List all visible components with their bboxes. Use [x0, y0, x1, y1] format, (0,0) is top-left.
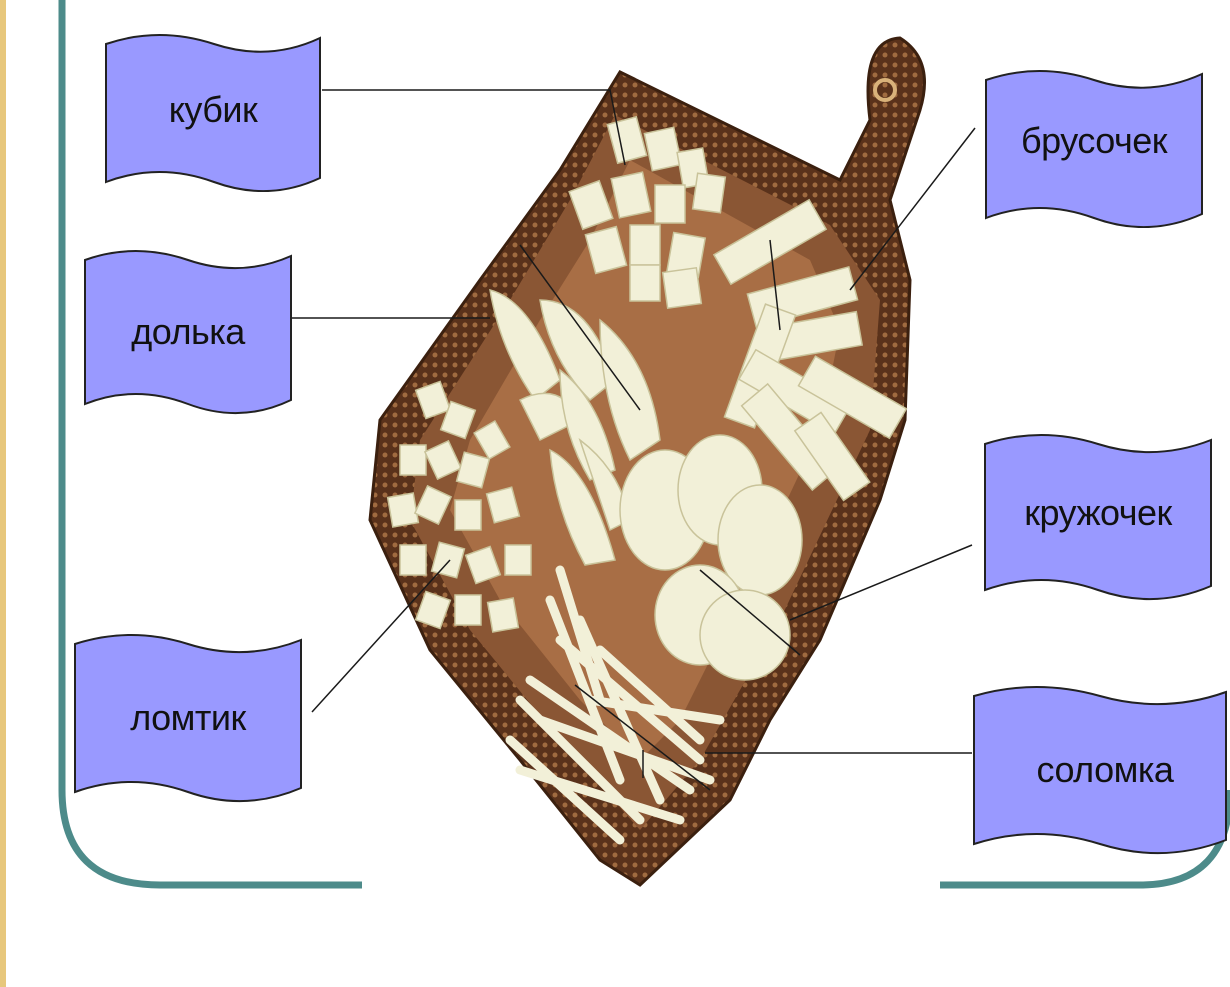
leader-line-dolka-2: [520, 245, 640, 410]
label-kruzhochek: кружочек: [983, 432, 1213, 602]
label-kubik: кубик: [104, 32, 322, 192]
label-brusochek-text: брусочек: [984, 68, 1204, 228]
label-lomtik-text: ломтик: [73, 632, 303, 804]
leader-line-kruzhochek-2: [700, 570, 800, 655]
label-solomka: соломка: [972, 684, 1228, 856]
leader-line-kubik: [322, 90, 625, 165]
label-kruzhochek-text: кружочек: [983, 432, 1213, 602]
label-lomtik: ломтик: [73, 632, 303, 804]
label-kubik-text: кубик: [104, 32, 322, 192]
leader-line-kruzhochek: [790, 545, 972, 620]
label-brusochek: брусочек: [984, 68, 1204, 228]
leader-line-brusochek: [850, 128, 975, 290]
leader-line-brusochek-2: [770, 240, 780, 330]
label-solomka-text: соломка: [972, 684, 1228, 856]
leader-line-lomtik: [312, 560, 450, 712]
label-dolka-text: долька: [83, 248, 293, 416]
label-dolka: долька: [83, 248, 293, 416]
